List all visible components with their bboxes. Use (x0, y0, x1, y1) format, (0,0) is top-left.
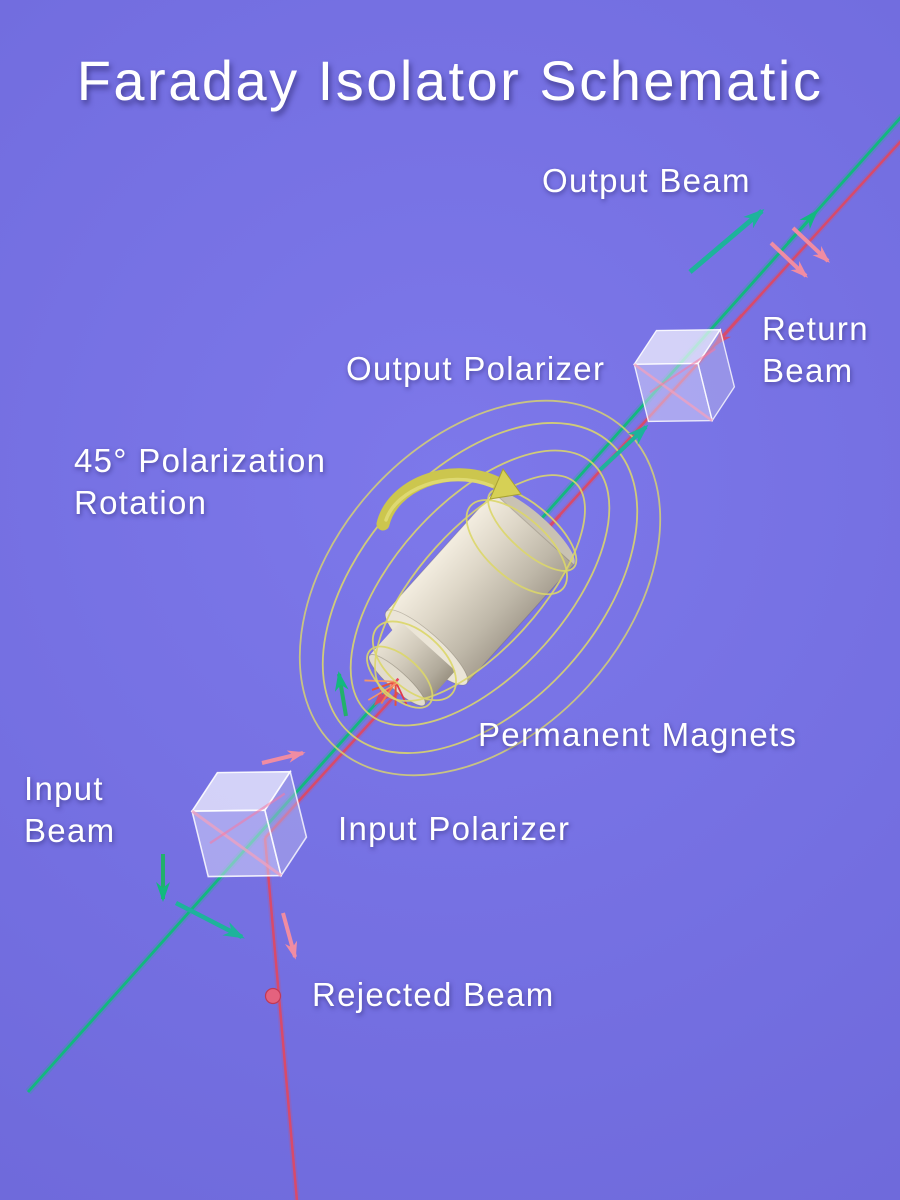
magnetic-field-end-loops (366, 488, 578, 709)
rejected-beam-dot-icon (264, 987, 282, 1005)
page-title: Faraday Isolator Schematic (76, 49, 824, 112)
rotation-arrow-icon (376, 467, 522, 531)
label-permanent-magnets: Permanent Magnets (478, 716, 798, 753)
output-polarization-arrows (598, 208, 830, 472)
label-input-polarizer: Input Polarizer (338, 810, 571, 847)
faraday-rotator-cylinder (364, 488, 578, 709)
label-return-beam-line2: Beam (762, 352, 854, 390)
label-rotation-line1: 45° Polarization (74, 442, 327, 479)
rejected-beam-arrows (264, 912, 298, 1005)
return-beam-line (262, 138, 900, 841)
label-return-beam-line1: Return (762, 310, 869, 347)
rejected-beam-line (262, 837, 300, 1200)
input-polarizer-cube (177, 749, 322, 899)
input-polarization-arrows (156, 671, 349, 940)
label-output-polarizer: Output Polarizer (346, 350, 606, 387)
label-rejected-beam: Rejected Beam (312, 976, 555, 1013)
magnetic-field-lines-back (298, 399, 662, 777)
label-input-beam-line2: Beam (24, 812, 116, 850)
label-input-beam-line1: Input (24, 770, 104, 807)
label-input-beam: Input Beam (24, 768, 115, 852)
label-output-beam: Output Beam (542, 162, 751, 199)
label-return-beam: Return Beam (762, 308, 869, 392)
label-polarization-rotation: 45° Polarization Rotation (74, 440, 326, 524)
label-rotation-line2: Rotation (74, 484, 208, 522)
